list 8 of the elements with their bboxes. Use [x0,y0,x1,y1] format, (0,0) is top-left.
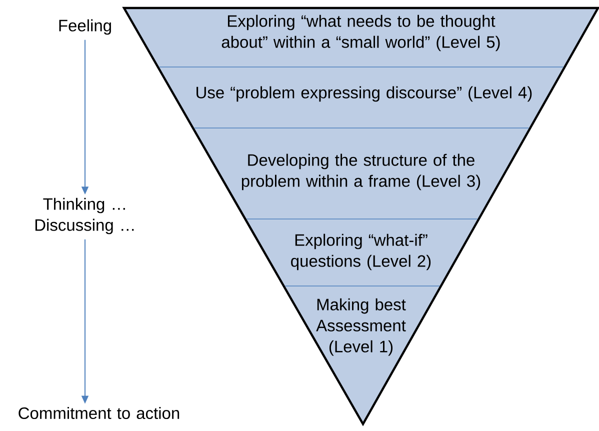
stage-label: Feeling [59,19,111,35]
stage-label: Commitment to action [18,406,180,420]
level-text: Making best Assessment (Level 1) [316,298,406,356]
level-text: Exploring “what needs to be thought about” within a “small world” (Level 5) [222,14,500,52]
level-text: Developing the structure of the problem within a frame (Level 3) [242,154,480,190]
level-text: Use “problem expressing discourse” (Level 4) [196,86,532,102]
level-text: Exploring “what-if” questions (Level 2) [291,234,431,270]
stage-label: Thinking … Discussing … [35,198,134,234]
